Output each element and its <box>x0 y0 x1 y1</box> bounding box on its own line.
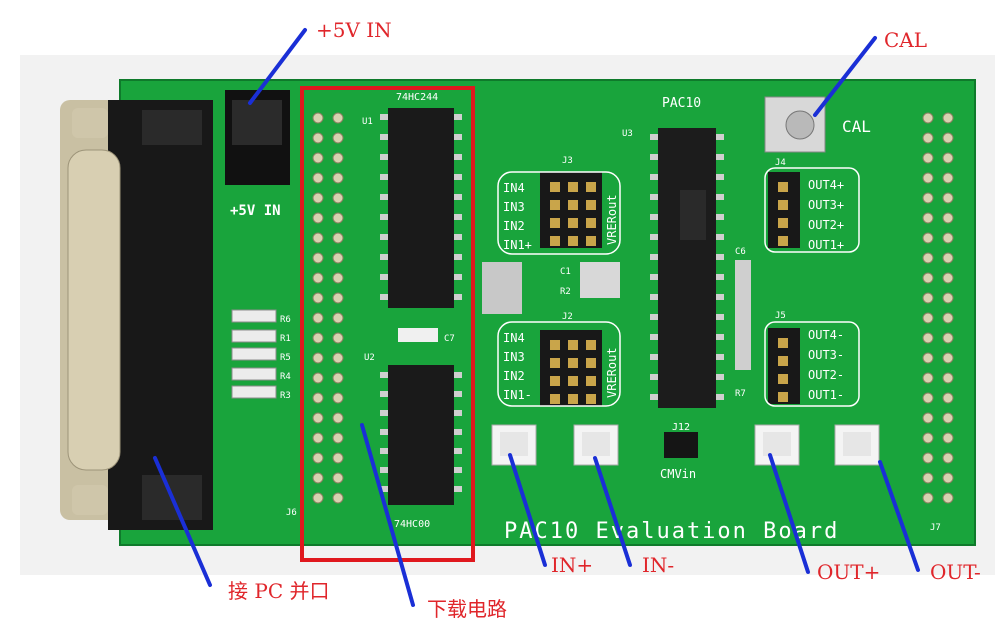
silk-r7: R7 <box>735 389 746 399</box>
silk-in-top-3: IN1+ <box>503 238 532 252</box>
silk-u1: U1 <box>362 117 373 127</box>
callout-line-download <box>360 423 415 607</box>
silk-cal: CAL <box>842 117 871 136</box>
callout-power: +5V IN <box>316 18 392 42</box>
silk-verout-bottom: VRERout <box>605 347 619 398</box>
silk-in-bottom-0: IN4 <box>503 331 525 345</box>
callout-pc-port: 接 PC 并口 <box>228 579 330 603</box>
silk-in-top-2: IN2 <box>503 219 525 233</box>
silk-verout-top: VRERout <box>605 194 619 245</box>
silk-res-0: R6 <box>280 315 291 325</box>
silk-res-4: R3 <box>280 391 291 401</box>
silk-u2-part: 74HC00 <box>394 519 430 530</box>
download-circuit-box <box>300 86 475 562</box>
silk-j3: J3 <box>562 156 573 166</box>
silk-cmvin: CMVin <box>660 467 696 481</box>
db25-connector <box>60 100 213 530</box>
silk-out-top-0: OUT4+ <box>808 178 844 192</box>
silk-in-top-0: IN4 <box>503 181 525 195</box>
silk-j12: J12 <box>672 422 690 433</box>
callout-line-in-plus <box>508 453 547 567</box>
u2-chip <box>388 365 454 505</box>
callout-out-plus: OUT+ <box>817 560 881 584</box>
callout-download: 下载电路 <box>427 597 507 621</box>
callout-line-out-minus <box>878 460 920 572</box>
silk-out-top-3: OUT1+ <box>808 238 844 252</box>
silk-res-3: R4 <box>280 372 291 382</box>
u3-chip <box>658 128 716 408</box>
silk-j4: J4 <box>775 158 786 168</box>
j12-jumper <box>664 432 698 458</box>
silk-j7: J7 <box>930 523 941 533</box>
callout-in-plus: IN+ <box>551 553 594 577</box>
callout-in-minus: IN- <box>642 553 675 577</box>
silk-out-top-2: OUT2+ <box>808 218 844 232</box>
silk-out-top-1: OUT3+ <box>808 198 844 212</box>
silk-u3: U3 <box>622 129 633 139</box>
silk-j6: J6 <box>286 508 297 518</box>
silk-c7: C7 <box>444 334 455 344</box>
silk-in-bottom-3: IN1- <box>503 388 532 402</box>
j6-header <box>312 112 344 504</box>
silk-res-2: R5 <box>280 353 291 363</box>
callout-out-minus: OUT- <box>930 560 981 584</box>
callout-cal: CAL <box>884 28 928 52</box>
silk-board-title: PAC10 Evaluation Board <box>504 519 839 544</box>
silk-out-bottom-0: OUT4- <box>808 328 844 342</box>
silk-r2: R2 <box>560 287 571 297</box>
silk-res-1: R1 <box>280 334 291 344</box>
silk-out-bottom-1: OUT3- <box>808 348 844 362</box>
silk-u2: U2 <box>364 353 375 363</box>
callout-line-in-minus <box>593 456 632 567</box>
u1-chip <box>388 108 454 308</box>
silk-out-bottom-3: OUT1- <box>808 388 844 402</box>
silk-u1-part: 74HC244 <box>396 92 438 103</box>
silk-in-bottom-2: IN2 <box>503 369 525 383</box>
callout-line-pc <box>153 456 212 587</box>
silk-pac10: PAC10 <box>662 96 701 111</box>
silk-j5: J5 <box>775 311 786 321</box>
j7-header <box>922 112 954 504</box>
silk-power: +5V IN <box>230 203 281 219</box>
silk-c1: C1 <box>560 267 571 277</box>
silk-in-top-1: IN3 <box>503 200 525 214</box>
silk-in-bottom-1: IN3 <box>503 350 525 364</box>
silk-out-bottom-2: OUT2- <box>808 368 844 382</box>
callout-line-out-plus <box>768 453 810 574</box>
silk-j2: J2 <box>562 312 573 322</box>
callout-line-power <box>248 28 307 105</box>
silk-c6: C6 <box>735 247 746 257</box>
callout-line-cal <box>813 36 877 117</box>
power-jack <box>225 90 290 185</box>
